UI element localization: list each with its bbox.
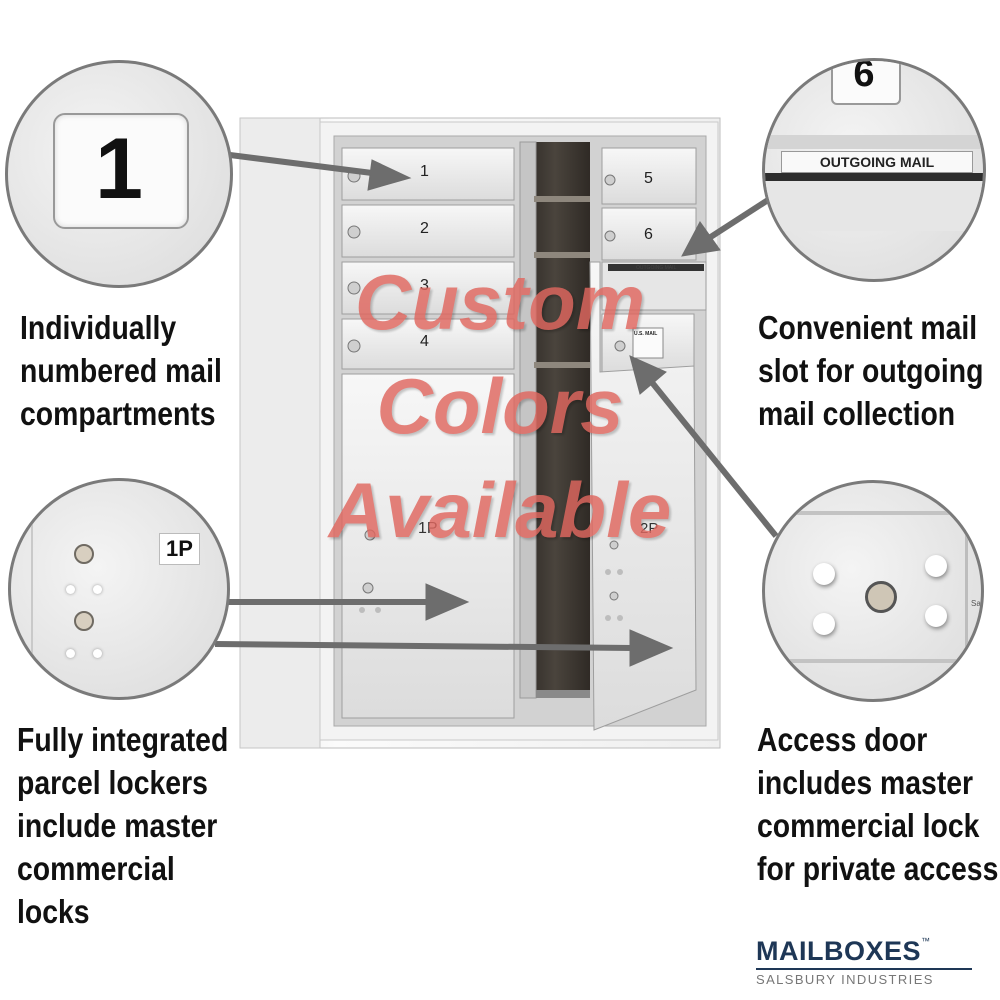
door-number-2: 2 bbox=[420, 220, 429, 237]
caption-line: Access door bbox=[757, 721, 928, 758]
access-zoom-label: Sa bbox=[971, 599, 981, 608]
door-number-6: 6 bbox=[644, 226, 653, 243]
door-number-3: 3 bbox=[420, 277, 429, 294]
caption-line: includes master bbox=[757, 764, 974, 801]
door-6 bbox=[601, 207, 697, 261]
watermark-line: Available bbox=[328, 466, 672, 554]
parcel-label-2p: 2P bbox=[640, 520, 659, 537]
brand-logo: MAILBOXES™ SALSBURY INDUSTRIES bbox=[756, 936, 986, 987]
caption-line: slot for outgoing bbox=[758, 352, 984, 389]
caption-numbered: Individually numbered mail compartments bbox=[20, 306, 222, 435]
caption-line: Individually bbox=[20, 309, 177, 346]
caption-line: compartments bbox=[20, 395, 216, 432]
door-5 bbox=[601, 147, 697, 205]
zoom-circle-outgoing: 6 OUTGOING MAIL bbox=[762, 58, 986, 282]
arrow-parcel-1 bbox=[228, 583, 470, 621]
door-3 bbox=[341, 261, 515, 315]
slot-label: OUTGOING MAIL bbox=[636, 265, 677, 271]
door-number-1: 1 bbox=[420, 163, 429, 180]
door-number-4: 4 bbox=[420, 333, 429, 350]
zoom-number-6: 6 bbox=[853, 58, 875, 95]
outgoing-slot-panel bbox=[601, 261, 707, 311]
parcel-locker-1p bbox=[341, 373, 515, 719]
caption-access: Access door includes master commercial l… bbox=[757, 718, 998, 890]
caption-parcel: Fully integrated parcel lockers include … bbox=[17, 718, 228, 933]
door-2 bbox=[341, 204, 515, 258]
usmail-label: U.S. MAIL bbox=[634, 331, 658, 337]
zoom-circle-parcel: 1P bbox=[8, 478, 230, 700]
caption-line: mail collection bbox=[758, 395, 956, 432]
watermark-line: Custom bbox=[354, 258, 646, 346]
zoom-number-1: 1 bbox=[95, 121, 143, 217]
caption-line: numbered mail bbox=[20, 352, 222, 389]
caption-line: locks bbox=[17, 893, 90, 930]
open-access-door bbox=[589, 261, 697, 731]
lock-icon bbox=[74, 611, 94, 631]
watermark-line: Colors bbox=[376, 362, 624, 450]
zoom-number-plate bbox=[831, 61, 901, 105]
brand-name: MAILBOXES bbox=[756, 936, 922, 966]
outgoing-mail-label: OUTGOING MAIL bbox=[781, 151, 973, 173]
caption-line: include master bbox=[17, 807, 218, 844]
caption-line: commercial bbox=[17, 850, 175, 887]
arrow-access bbox=[629, 355, 779, 538]
parcel-label-1p: 1P bbox=[418, 520, 438, 537]
zoom-circle-numbered: 1 bbox=[5, 60, 233, 288]
zoom-label-1p: 1P bbox=[159, 533, 200, 565]
caption-line: commercial lock bbox=[757, 807, 980, 844]
arrow-outgoing bbox=[681, 197, 770, 257]
watermark: Custom Colors Available bbox=[300, 250, 700, 562]
caption-line: for private access bbox=[757, 850, 999, 887]
lock-icon bbox=[74, 544, 94, 564]
door-4 bbox=[341, 318, 515, 370]
number-plate bbox=[53, 113, 189, 229]
brand-trademark: ™ bbox=[921, 936, 931, 946]
door-number-5: 5 bbox=[644, 170, 653, 187]
brand-tagline: SALSBURY INDUSTRIES bbox=[756, 972, 934, 987]
arrow-parcel-2 bbox=[214, 629, 674, 667]
caption-line: parcel lockers bbox=[17, 764, 208, 801]
usmail-door bbox=[601, 313, 695, 373]
caption-line: Convenient mail bbox=[758, 309, 978, 346]
zoom-circle-access: Sa bbox=[762, 480, 984, 702]
caption-line: Fully integrated bbox=[17, 721, 229, 758]
master-lock-icon bbox=[865, 581, 897, 613]
caption-outgoing: Convenient mail slot for outgoing mail c… bbox=[758, 306, 983, 435]
arrow-numbered bbox=[229, 152, 412, 191]
